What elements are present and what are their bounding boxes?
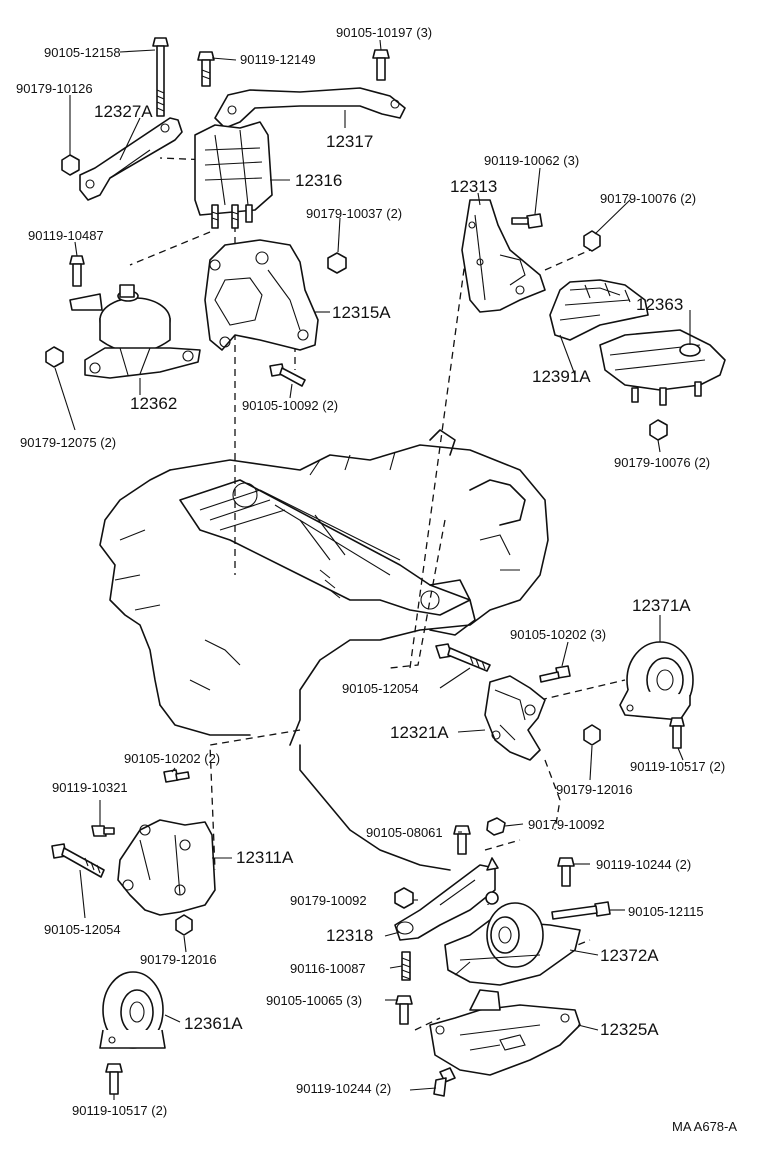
label-90116-10087: 90116-10087: [290, 961, 366, 976]
nut-90179-10092-lower: [394, 887, 414, 909]
bolt-90105-10092: [269, 363, 306, 387]
label-90179-10126: 90179-10126: [16, 81, 93, 96]
label-90119-10321: 90119-10321: [52, 780, 128, 795]
label-90119-10487: 90119-10487: [28, 228, 104, 243]
mount-12372A: [444, 891, 581, 986]
label-90105-10197: 90105-10197 (3): [336, 25, 433, 40]
bolt-90105-12158: [152, 37, 169, 117]
bolt-90119-10487: [69, 255, 85, 287]
label-90119-10244-lower: 90119-10244 (2): [296, 1081, 392, 1096]
label-12361A: 12361A: [184, 1014, 243, 1033]
bracket-12317: [214, 87, 406, 129]
bolt-90119-10321: [91, 825, 115, 837]
label-12391A: 12391A: [532, 367, 591, 386]
mount-12316: [194, 121, 273, 229]
label-90119-10517-left: 90119-10517 (2): [72, 1103, 168, 1118]
nut-90179-10092-upper: [486, 817, 506, 836]
leader-lines: [69, 39, 691, 1100]
label-12372A: 12372A: [600, 946, 659, 965]
label-12313: 12313: [450, 177, 498, 196]
bolt-90105-10202-upper: [539, 665, 571, 683]
label-90119-10244-upper: 90119-10244 (2): [596, 857, 692, 872]
label-12371A: 12371A: [632, 596, 691, 615]
bolt-90105-12054-lower: [51, 843, 105, 878]
label-90179-10092-upper: 90179-10092: [528, 817, 605, 832]
nut-90179-10126: [61, 154, 80, 176]
bolt-90105-10197: [372, 49, 390, 81]
rod-12318: [394, 857, 499, 941]
label-90179-10037: 90179-10037 (2): [306, 206, 403, 221]
mount-12361A: [99, 971, 166, 1049]
nut-90179-12075: [45, 346, 76, 431]
label-12315A: 12315A: [332, 303, 391, 322]
label-12311A: 12311A: [236, 848, 294, 867]
bolt-90119-12149: [197, 51, 215, 87]
label-90179-10076-upper: 90179-10076 (2): [600, 191, 697, 206]
bolt-90119-10244-upper: [557, 857, 575, 887]
mount-12371A: [619, 641, 694, 721]
bracket-12315A: [204, 239, 319, 351]
figure-code: MA A678-A: [672, 1119, 738, 1134]
bolt-90105-12115: [551, 901, 611, 920]
label-90119-12149: 90119-12149: [240, 52, 316, 67]
bracket-12327A: [79, 117, 183, 201]
label-90179-12016-right: 90179-12016: [556, 782, 633, 797]
bracket-12311A: [117, 819, 216, 916]
stud-90116-10087: [401, 951, 411, 981]
nut-90179-10076-lower: [649, 419, 668, 441]
label-12318: 12318: [326, 926, 374, 945]
nut-90179-10037: [327, 252, 347, 274]
label-90105-10202-lower: 90105-10202 (2): [124, 751, 221, 766]
bolt-90119-10517-right: [669, 717, 685, 749]
label-90105-10092: 90105-10092 (2): [242, 398, 339, 413]
label-90105-12054-upper: 90105-12054: [342, 681, 419, 696]
label-12321A: 12321A: [390, 723, 449, 742]
mount-12362: [69, 284, 201, 379]
label-90179-10076-lower: 90179-10076 (2): [614, 455, 711, 470]
nut-90179-12016-lower: [175, 914, 193, 936]
label-90119-10517-right: 90119-10517 (2): [630, 759, 726, 774]
label-90179-12075: 90179-12075 (2): [20, 435, 117, 450]
label-12317: 12317: [326, 132, 374, 151]
bolt-90119-10244-lower: [433, 1067, 456, 1097]
label-90179-10092-lower: 90179-10092: [290, 893, 367, 908]
label-90119-10062: 90119-10062 (3): [484, 153, 580, 168]
label-12362: 12362: [130, 394, 178, 413]
label-90105-10202-upper: 90105-10202 (3): [510, 627, 607, 642]
nut-90179-10076-upper: [583, 230, 601, 252]
label-12363: 12363: [636, 295, 684, 314]
mount-12363: [599, 329, 726, 406]
bolt-90119-10517-left: [105, 1063, 123, 1095]
nut-90179-12016-right: [583, 724, 601, 746]
label-12327A: 12327A: [94, 102, 153, 121]
label-90105-12054-lower: 90105-12054: [44, 922, 121, 937]
bolt-90105-10065: [395, 995, 413, 1025]
label-90179-12016-lower: 90179-12016: [140, 952, 217, 967]
label-90105-10065: 90105-10065 (3): [266, 993, 363, 1008]
label-12316: 12316: [295, 171, 343, 190]
label-90105-12115: 90105-12115: [628, 904, 704, 919]
bolt-90105-12054-upper: [435, 643, 491, 672]
label-90105-12158: 90105-12158: [44, 45, 121, 60]
bracket-12321A: [484, 675, 546, 761]
bolt-90119-10062: [511, 213, 543, 229]
label-12325A: 12325A: [600, 1020, 659, 1039]
bolt-90105-10202-lower: [163, 769, 190, 783]
label-90105-08061: 90105-08061: [366, 825, 443, 840]
bracket-12325A: [429, 989, 581, 1076]
bracket-12391A: [549, 279, 649, 341]
bracket-12313: [461, 199, 546, 313]
engine-outline: [99, 429, 549, 871]
bolt-90105-08061: [453, 825, 471, 855]
